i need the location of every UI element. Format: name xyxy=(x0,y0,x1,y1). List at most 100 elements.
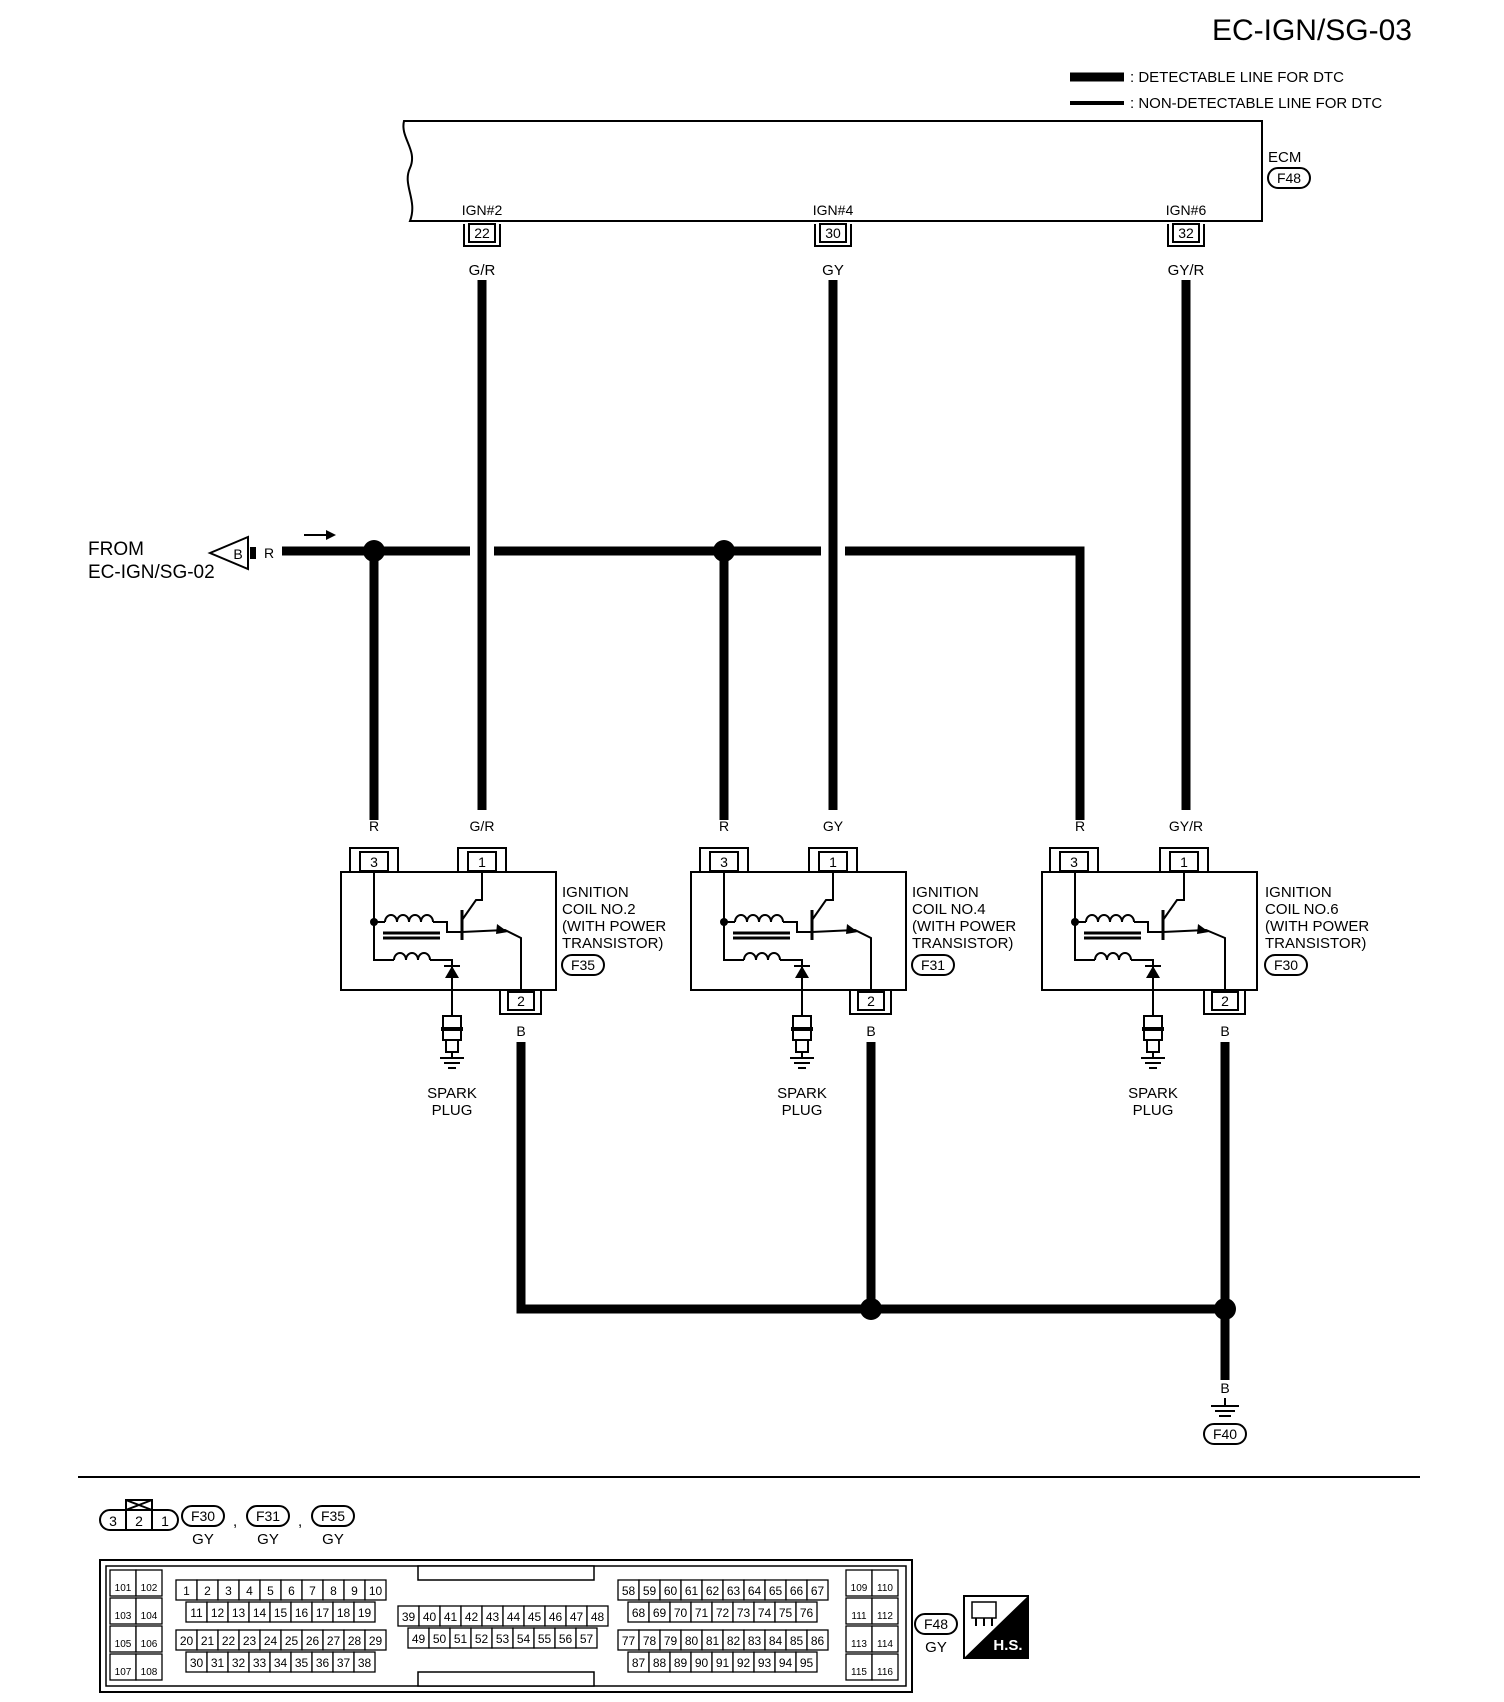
secondary-winding xyxy=(1094,952,1132,961)
source-connector: FROM EC-IGN/SG-02 B R xyxy=(88,530,336,583)
ecm-cavity-number: 38 xyxy=(358,1656,372,1670)
ecm-cavity-number: 93 xyxy=(758,1656,772,1670)
ecm-cavity xyxy=(795,1601,818,1623)
hs-icon: H.S. xyxy=(963,1595,1029,1659)
ecm-cavity xyxy=(135,1569,163,1597)
connector-badge xyxy=(246,1505,290,1527)
ecm-cavity-number: 78 xyxy=(643,1634,657,1648)
coil-label: COIL NO.2 xyxy=(562,901,636,918)
ecm-cavity-number: 55 xyxy=(538,1632,552,1646)
diode-icon xyxy=(445,966,459,978)
ecm-cavity-number: 52 xyxy=(475,1632,489,1646)
signal-wires xyxy=(477,280,1191,810)
spark-plug-label: SPARK xyxy=(427,1085,477,1102)
ecm-cavity-number: 107 xyxy=(115,1667,132,1678)
ecm-cavity-number: 64 xyxy=(748,1584,762,1598)
ecm-cavity-number: 88 xyxy=(653,1656,667,1670)
ecm-block: ECM F48 IGN#2 IGN#4 IGN#6 22 30 32 G/R G… xyxy=(402,120,1311,279)
ecm-cavity-number: 59 xyxy=(643,1584,657,1598)
ecm-cavity-number: 81 xyxy=(706,1634,720,1648)
coil-label: COIL NO.4 xyxy=(912,901,986,918)
separator-comma: , xyxy=(298,1513,302,1530)
ecm-cavity-number: 37 xyxy=(337,1656,351,1670)
ecm-cavity-number: 68 xyxy=(632,1606,646,1620)
ground-wire-label: B xyxy=(1220,1380,1229,1396)
ecm-cavity-number: 77 xyxy=(622,1634,636,1648)
ecm-pin-box xyxy=(819,223,847,243)
ecm-cavity-number: 40 xyxy=(423,1610,437,1624)
coil-pin-number: 3 xyxy=(370,854,378,870)
ecm-cavity-number: 101 xyxy=(115,1583,132,1594)
ecm-cavity xyxy=(586,1605,609,1627)
source-arrow-connector xyxy=(207,535,249,571)
ecm-pin-number: 30 xyxy=(825,225,841,241)
coil-pin-bracket xyxy=(457,847,507,871)
ground-wires: B F40 xyxy=(516,1042,1247,1445)
ecm-cavity-number: 22 xyxy=(222,1634,236,1648)
junction-dot xyxy=(1214,1298,1236,1320)
ecm-cavity-number: 115 xyxy=(851,1667,867,1678)
spark-plug-label: SPARK xyxy=(777,1085,827,1102)
coil-pin-bracket xyxy=(1203,990,1246,1015)
ecm-cavity-number: 56 xyxy=(559,1632,573,1646)
ecm-cavity-number: 104 xyxy=(141,1611,158,1622)
source-connector-letter: B xyxy=(233,546,242,562)
spark-plug-label: PLUG xyxy=(782,1102,823,1119)
ecm-cavity-number: 39 xyxy=(402,1610,416,1624)
coil-pin-bracket xyxy=(1049,847,1099,871)
transistor-arrow xyxy=(1197,924,1209,934)
ecm-cavity-number: 31 xyxy=(211,1656,225,1670)
connector-pin: 1 xyxy=(161,1513,169,1529)
coil-pin-number: 2 xyxy=(1221,993,1229,1009)
coil-wire-label: G/R xyxy=(470,818,495,834)
ecm-cavity-number: 14 xyxy=(253,1606,267,1620)
ecm-cavity xyxy=(871,1625,899,1653)
ecm-cavity-number: 35 xyxy=(295,1656,309,1670)
ecm-cavity-number: 42 xyxy=(465,1610,479,1624)
ecm-cavity-number: 73 xyxy=(737,1606,751,1620)
legend-non-detectable: : NON-DETECTABLE LINE FOR DTC xyxy=(1130,95,1382,112)
connector-latch-cross xyxy=(125,1499,153,1511)
coil-label: TRANSISTOR) xyxy=(912,935,1013,952)
ecm-label: ECM xyxy=(1268,149,1301,166)
coil-wire-label: B xyxy=(866,1023,875,1039)
coil-internal-wire xyxy=(373,872,394,961)
spark-plug-label: SPARK xyxy=(1128,1085,1178,1102)
ecm-cavity-number: 75 xyxy=(779,1606,793,1620)
ecm-cavity-number: 103 xyxy=(115,1611,132,1622)
ecm-cavity-number: 94 xyxy=(779,1656,793,1670)
ecm-cavity-number: 28 xyxy=(348,1634,362,1648)
connector-pin: 3 xyxy=(109,1513,117,1529)
connector-latch xyxy=(125,1499,153,1511)
coil-wire-label: GY xyxy=(823,818,844,834)
coil-pin-number: 3 xyxy=(1070,854,1078,870)
coil-pin-bracket xyxy=(808,847,858,871)
ecm-cavity-number: 89 xyxy=(674,1656,688,1670)
ecm-cavity xyxy=(575,1627,598,1649)
transistor-collector xyxy=(1162,872,1185,921)
ecm-cavity-number: 1 xyxy=(183,1584,190,1598)
coil-label: COIL NO.6 xyxy=(1265,901,1339,918)
ecm-cavity-number: 62 xyxy=(706,1584,720,1598)
ecm-cavity-number: 54 xyxy=(517,1632,531,1646)
ecm-cavity-number: 113 xyxy=(851,1639,867,1650)
coil-internal-wire xyxy=(723,872,744,961)
ecm-cavity-number: 48 xyxy=(591,1610,605,1624)
connector-badge xyxy=(311,1505,355,1527)
ecm-cavity-number: 23 xyxy=(243,1634,257,1648)
ecm-cavity-number: 108 xyxy=(141,1667,158,1678)
coil-pin-bracket xyxy=(499,990,542,1015)
page-title: EC-IGN/SG-03 xyxy=(1212,14,1412,47)
connector-id: F35 xyxy=(321,1508,345,1524)
coil-label: TRANSISTOR) xyxy=(1265,935,1366,952)
ecm-cavity-number: 49 xyxy=(412,1632,426,1646)
ecm-cavity-number: 82 xyxy=(727,1634,741,1648)
wire-color-label: GY xyxy=(822,262,844,279)
ground-connector-badge xyxy=(1203,1423,1247,1445)
ecm-cavity-number: 29 xyxy=(369,1634,383,1648)
source-pin-block xyxy=(250,547,256,559)
spark-plug-band xyxy=(441,1027,463,1031)
ecm-cavity-number: 69 xyxy=(653,1606,667,1620)
flow-arrow-head xyxy=(326,530,336,540)
